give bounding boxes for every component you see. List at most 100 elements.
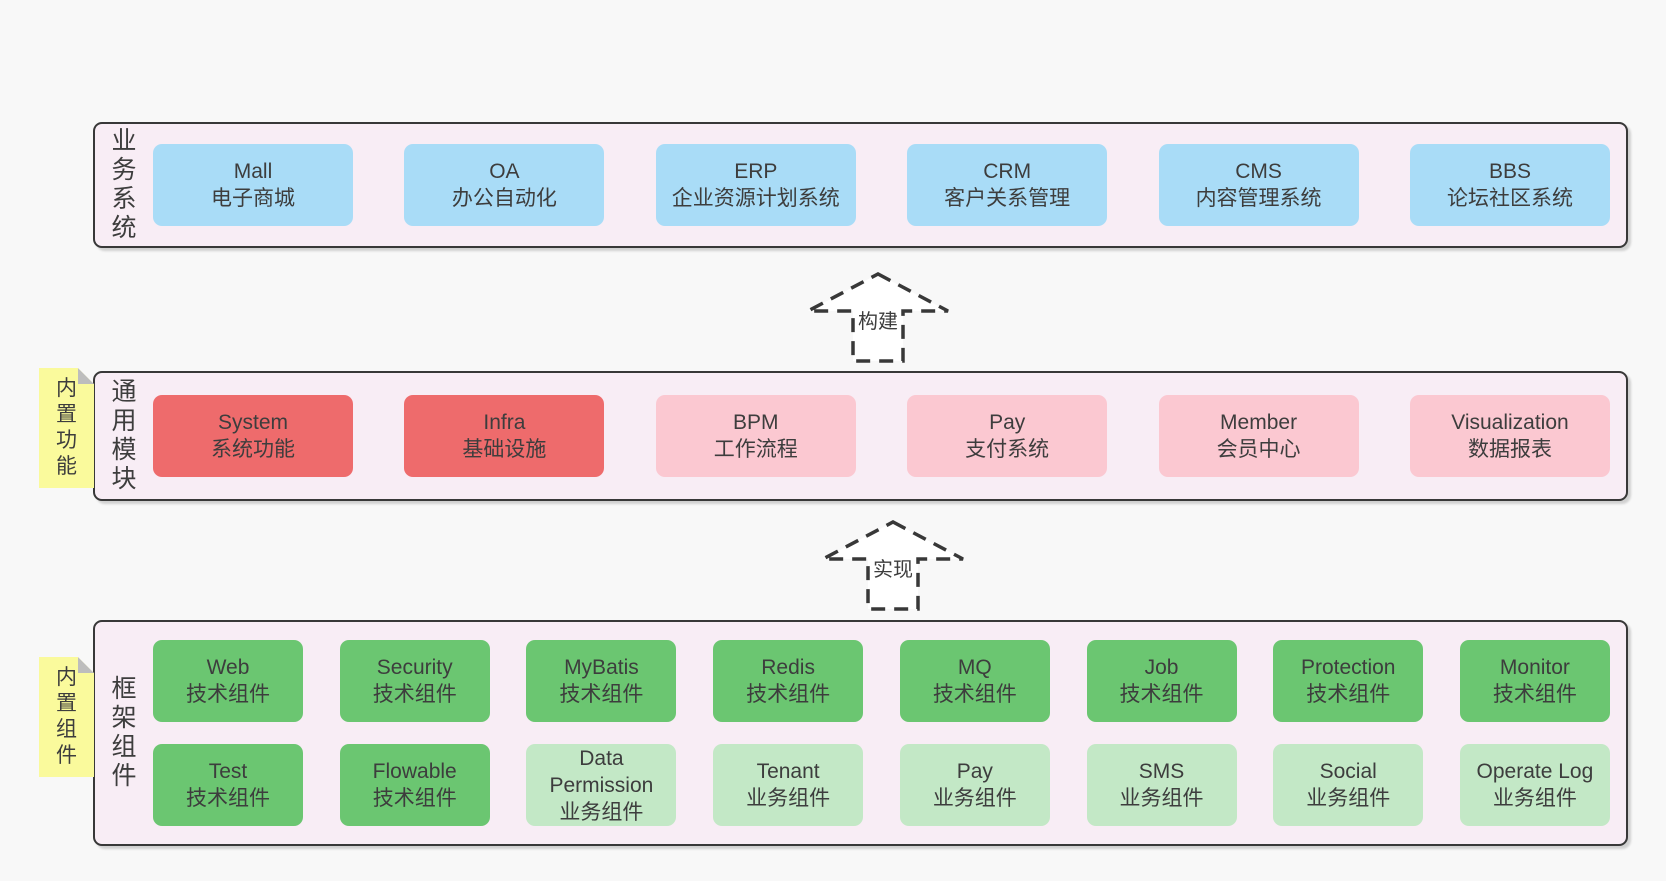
box-name: MQ (957, 656, 992, 679)
box-subtitle: 技术组件 (746, 683, 831, 706)
box-name: Member (1220, 411, 1298, 434)
box-subtitle: 数据报表 (1467, 438, 1552, 461)
box-subtitle: 业务组件 (746, 787, 831, 810)
box-name: Redis (761, 656, 815, 679)
box-name: Mall (233, 160, 273, 183)
box-subtitle: 业务组件 (1306, 787, 1391, 810)
box-operate-log: Operate Log 业务组件 (1459, 744, 1610, 826)
box-tenant: Tenant 业务组件 (713, 744, 864, 826)
box-name: Infra (483, 411, 526, 434)
box-name: Protection (1300, 656, 1396, 679)
box-security: Security 技术组件 (339, 640, 490, 722)
box-pay: Pay 业务组件 (899, 744, 1050, 826)
box-name: Visualization (1451, 411, 1569, 434)
box-visualization: Visualization 数据报表 (1409, 395, 1610, 477)
box-name: Security (376, 656, 453, 679)
box-flowable: Flowable 技术组件 (339, 744, 490, 826)
box-job: Job 技术组件 (1086, 640, 1237, 722)
box-erp: ERP 企业资源计划系统 (655, 144, 856, 226)
box-name: MyBatis (564, 656, 639, 679)
box-crm: CRM 客户关系管理 (907, 144, 1108, 226)
arrow-implement: 实现 (813, 518, 973, 613)
box-pay: Pay 支付系统 (907, 395, 1108, 477)
box-subtitle: 技术组件 (1492, 683, 1577, 706)
box-name: ERP (734, 160, 778, 183)
box-subtitle: 业务组件 (1119, 787, 1204, 810)
box-monitor: Monitor 技术组件 (1459, 640, 1610, 722)
box-subtitle: 基础设施 (462, 438, 547, 461)
box-mq: MQ 技术组件 (899, 640, 1050, 722)
box-name: System (217, 411, 288, 434)
box-name: Flowable (372, 760, 457, 783)
sticky-note-common-modules: 内置功能 (39, 368, 94, 488)
arrow-label: 构建 (856, 311, 900, 333)
note-fold-corner-icon (78, 368, 94, 384)
box-mall: Mall 电子商城 (153, 144, 353, 226)
box-name: BBS (1488, 160, 1531, 183)
box-sms: SMS 业务组件 (1086, 744, 1237, 826)
box-social: Social 业务组件 (1273, 744, 1424, 826)
box-protection: Protection 技术组件 (1273, 640, 1424, 722)
box-mybatis: MyBatis 技术组件 (526, 640, 677, 722)
box-member: Member 会员中心 (1158, 395, 1359, 477)
band-label: 业务系统 (95, 124, 153, 246)
box-subtitle: 技术组件 (1306, 683, 1391, 706)
band-label-text: 通用模块 (111, 378, 137, 493)
note-label: 内置功能 (56, 377, 77, 478)
box-subtitle: 业务组件 (1492, 787, 1577, 810)
box-name: Data Permission (549, 746, 654, 797)
box-oa: OA 办公自动化 (404, 144, 605, 226)
box-subtitle: 技术组件 (932, 683, 1017, 706)
box-system: System 系统功能 (153, 395, 353, 477)
box-subtitle: 论坛社区系统 (1446, 187, 1573, 210)
box-subtitle: 业务组件 (932, 787, 1017, 810)
box-name: Pay (989, 411, 1026, 434)
box-name: Monitor (1499, 656, 1570, 679)
box-name: OA (489, 160, 520, 183)
box-subtitle: 办公自动化 (451, 187, 557, 210)
box-test: Test 技术组件 (153, 744, 303, 826)
box-name: Web (206, 656, 250, 679)
box-subtitle: 技术组件 (372, 787, 457, 810)
box-name: Tenant (756, 760, 820, 783)
note-fold-corner-icon (78, 657, 94, 673)
band-label-text: 框架组件 (111, 675, 137, 790)
box-subtitle: 技术组件 (186, 787, 270, 810)
note-label: 内置组件 (56, 666, 77, 767)
band-label-text: 业务系统 (111, 127, 137, 242)
box-name: Pay (956, 760, 993, 783)
box-subtitle: 工作流程 (713, 438, 798, 461)
sticky-note-framework-components: 内置组件 (39, 657, 94, 777)
box-subtitle: 会员中心 (1216, 438, 1301, 461)
box-subtitle: 电子商城 (211, 187, 295, 210)
box-subtitle: 技术组件 (1119, 683, 1204, 706)
box-bbs: BBS 论坛社区系统 (1409, 144, 1610, 226)
band-label: 框架组件 (95, 622, 153, 844)
arrow-label: 实现 (871, 559, 915, 581)
box-name: Test (208, 760, 248, 783)
box-name: Operate Log (1476, 760, 1594, 783)
box-subtitle: 技术组件 (559, 683, 644, 706)
box-subtitle: 技术组件 (372, 683, 457, 706)
box-name: Social (1319, 760, 1377, 783)
box-redis: Redis 技术组件 (713, 640, 864, 722)
box-subtitle: 客户关系管理 (944, 187, 1071, 210)
box-subtitle: 支付系统 (965, 438, 1050, 461)
box-name: CRM (983, 160, 1032, 183)
arrow-build: 构建 (798, 270, 958, 365)
box-subtitle: 企业资源计划系统 (671, 187, 840, 210)
box-name: Job (1144, 656, 1179, 679)
box-name: SMS (1138, 760, 1185, 783)
band-label: 通用模块 (95, 373, 153, 499)
box-name: CMS (1235, 160, 1282, 183)
box-subtitle: 系统功能 (211, 438, 295, 461)
